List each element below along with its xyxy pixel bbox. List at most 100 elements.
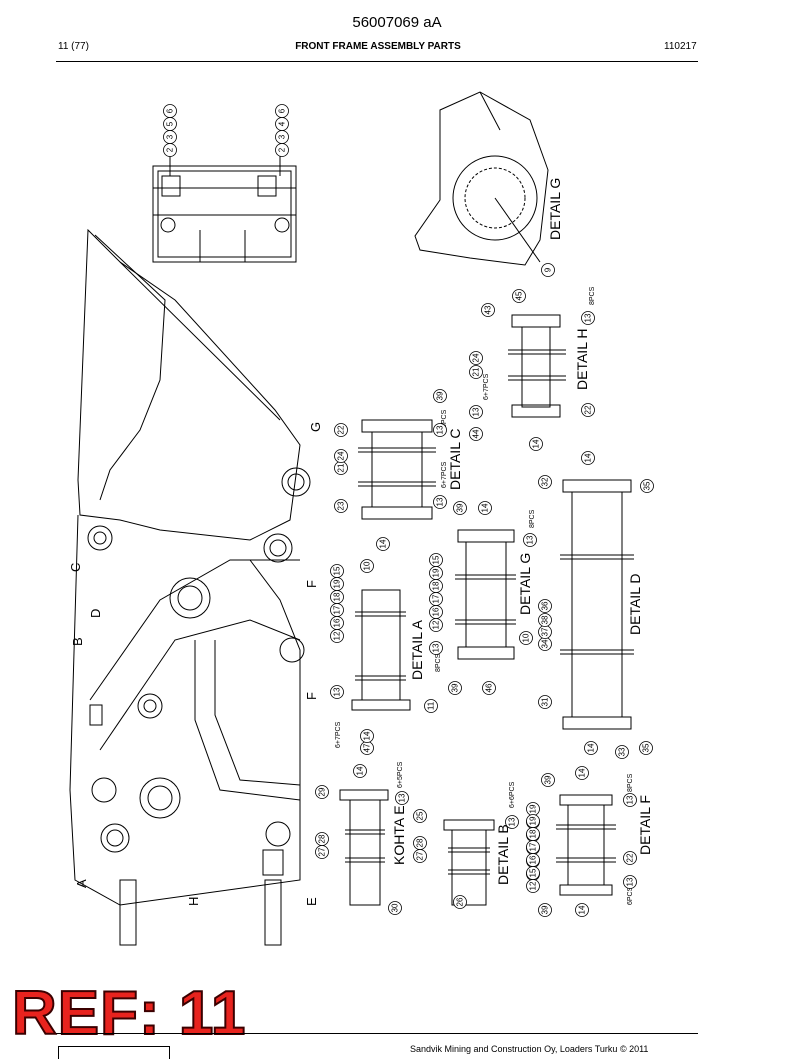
callout-balloon: 9 (541, 263, 555, 277)
callout-number: 19 (529, 816, 538, 825)
callout-number: 12 (333, 631, 342, 640)
callout-balloon: 44 (469, 427, 483, 441)
callout-number: 16 (529, 855, 538, 864)
callout-balloon: 14 (376, 537, 390, 551)
detail-a-assembly (351, 589, 411, 711)
callout-number: 12 (529, 881, 538, 890)
callout-number: 14 (578, 905, 587, 914)
qty-note: 8PCS (435, 653, 442, 672)
callout-number: 15 (432, 555, 441, 564)
callout-number: 28 (318, 834, 327, 843)
callout-number: 27 (318, 847, 327, 856)
callout-number: 13 (436, 425, 445, 434)
callout-balloon: 14 (584, 741, 598, 755)
detail-a-title: DETAIL A (409, 619, 425, 680)
callout-balloon: 13 (429, 641, 443, 655)
callout-balloon: 22 (623, 851, 637, 865)
callout-balloon: 35 (639, 741, 653, 755)
callout-balloon: 13 (469, 405, 483, 419)
callout-number: 12 (432, 620, 441, 629)
callout-balloon: 18 (526, 827, 540, 841)
callout-number: 37 (541, 627, 550, 636)
callout-balloon: 13 (623, 793, 637, 807)
callout-number: 16 (333, 618, 342, 627)
callout-number: 35 (642, 743, 651, 752)
callout-number: 14 (578, 768, 587, 777)
callout-number: 14 (356, 766, 365, 775)
callout-balloon: 28 (413, 836, 427, 850)
callout-balloon: 14 (529, 437, 543, 451)
callout-number: 14 (532, 439, 541, 448)
callout-number: 3 (166, 134, 175, 139)
qty-note: 8PCS (627, 773, 634, 792)
footer-copyright: Sandvik Mining and Construction Oy, Load… (410, 1044, 649, 1054)
callout-balloon: 14 (581, 451, 595, 465)
callout-number: 14 (584, 453, 593, 462)
callout-number: 38 (541, 615, 550, 624)
callout-balloon: 24 (334, 449, 348, 463)
callout-number: 17 (432, 594, 441, 603)
callout-number: 13 (398, 793, 407, 802)
callout-balloon: 24 (469, 351, 483, 365)
callout-number: 13 (472, 407, 481, 416)
callout-balloon: 6 (275, 104, 289, 118)
frame-letter: H (186, 897, 201, 906)
callout-number: 13 (626, 795, 635, 804)
qty-note: 8PCS (589, 286, 596, 305)
document-number: 56007069 aA (352, 14, 442, 31)
callout-balloon: 39 (541, 773, 555, 787)
frame-letter: B (70, 637, 85, 646)
callout-number: 24 (337, 451, 346, 460)
detail-g-title: DETAIL G (517, 553, 533, 615)
callout-balloon: 27 (413, 849, 427, 863)
callout-number: 13 (432, 643, 441, 652)
qty-note: 6+7PCS (441, 461, 448, 488)
callout-number: 22 (584, 405, 593, 414)
callout-balloon: 12 (330, 629, 344, 643)
callout-balloon: 25 (413, 809, 427, 823)
callout-number: 45 (515, 291, 524, 300)
qty-note: 6+7PCS (483, 373, 490, 400)
callout-balloon: 13 (623, 875, 637, 889)
callout-number: 19 (432, 568, 441, 577)
callout-balloon: 12 (526, 879, 540, 893)
callout-balloon: 19 (429, 566, 443, 580)
qty-note: 6PCS (627, 886, 634, 905)
callout-number: 5 (166, 121, 175, 126)
callout-number: 28 (416, 838, 425, 847)
callout-number: 13 (508, 817, 517, 826)
callout-balloon: 4 (275, 117, 289, 131)
callout-balloon: 3 (275, 130, 289, 144)
frame-letter: C (68, 563, 83, 572)
callout-number: 47 (363, 743, 372, 752)
callout-balloon: 21 (469, 365, 483, 379)
callout-number: 26 (456, 897, 465, 906)
callout-balloon: 15 (526, 866, 540, 880)
detail-b-assembly (443, 819, 495, 906)
qty-note: 6+7PCS (335, 721, 342, 748)
callout-balloon: 32 (538, 475, 552, 489)
callout-balloon: 26 (453, 895, 467, 909)
callout-number: 2 (278, 147, 287, 152)
callout-balloon: 3 (163, 130, 177, 144)
callout-number: 14 (363, 731, 372, 740)
callout-balloon: 15 (330, 564, 344, 578)
callout-balloon: 17 (330, 603, 344, 617)
callout-number: 14 (379, 539, 388, 548)
callout-number: 3 (278, 134, 287, 139)
callout-number: 30 (391, 903, 400, 912)
callout-balloon: 38 (538, 613, 552, 627)
callout-balloon: 34 (538, 637, 552, 651)
callout-balloon: 13 (433, 423, 447, 437)
callout-balloon: 39 (433, 389, 447, 403)
detail-f-title: DETAIL F (637, 795, 653, 855)
callout-number: 16 (432, 607, 441, 616)
ref-stamp: REF: 11 (11, 979, 247, 1048)
callout-balloon: 11 (424, 699, 438, 713)
callout-balloon: 15 (429, 553, 443, 567)
callout-number: 15 (333, 566, 342, 575)
callout-number: 17 (529, 842, 538, 851)
callout-number: 22 (337, 425, 346, 434)
callout-number: 39 (451, 683, 460, 692)
callout-balloon: 21 (334, 461, 348, 475)
